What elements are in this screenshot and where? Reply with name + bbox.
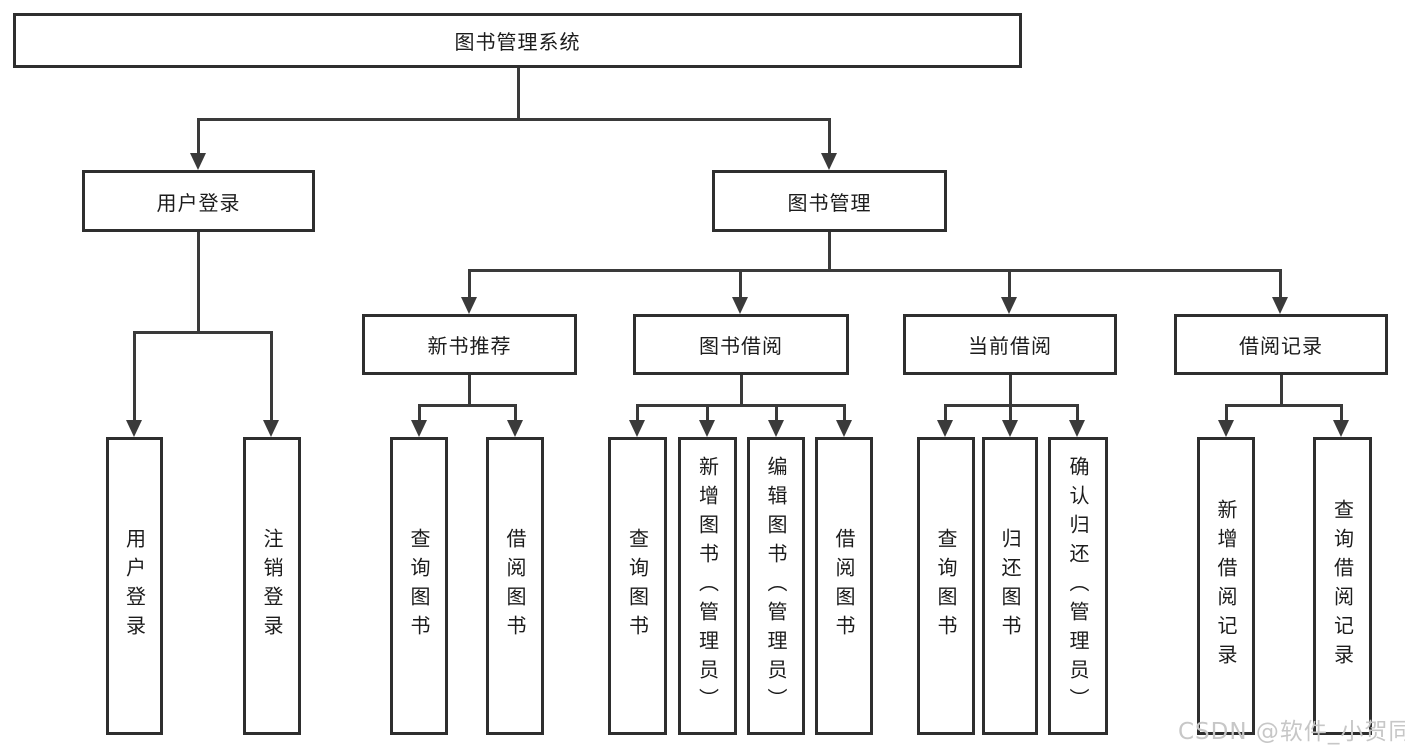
connector-stem — [775, 404, 778, 422]
node-borrowing-records: 借阅记录 — [1174, 314, 1388, 375]
connector-root-hbar — [197, 118, 831, 121]
connector-stem — [1009, 404, 1012, 422]
leaf-query-borrow-record: 查询借阅记录 — [1313, 437, 1372, 735]
connector-userlogin-drop — [197, 232, 200, 334]
connector-stem — [739, 269, 742, 299]
csdn-watermark: CSDN @软件_小贺同学 — [1178, 719, 1405, 745]
leaf-query-books: 查询图书 — [917, 437, 975, 735]
connector-stem — [706, 404, 709, 422]
connector-drop — [468, 375, 471, 407]
leaf-logout: 注销登录 — [243, 437, 301, 735]
arrow-down-icon — [507, 420, 523, 437]
connector-stem — [1340, 404, 1343, 422]
connector-userlogin-hbar — [133, 331, 273, 334]
connector-stem — [636, 404, 639, 422]
arrow-down-icon — [836, 420, 852, 437]
arrow-down-icon — [768, 420, 784, 437]
connector-stem — [944, 404, 947, 422]
node-root: 图书管理系统 — [13, 13, 1022, 68]
arrow-down-icon — [190, 153, 206, 170]
connector-bookmgmt-hbar — [468, 269, 1282, 272]
connector-stem — [133, 331, 136, 421]
connector-stem — [1076, 404, 1079, 422]
leaf-user-login: 用户登录 — [106, 437, 163, 735]
arrow-down-icon — [629, 420, 645, 437]
connector-root-drop — [517, 68, 520, 120]
node-new-book-recommend: 新书推荐 — [362, 314, 577, 375]
arrow-down-icon — [411, 420, 427, 437]
connector-stem-book-mgmt — [828, 118, 831, 156]
arrow-down-icon — [699, 420, 715, 437]
connector-hbar — [418, 404, 517, 407]
connector-stem — [1279, 269, 1282, 299]
leaf-query-books: 查询图书 — [390, 437, 448, 735]
leaf-confirm-return-admin: 确认归还（管理员） — [1048, 437, 1108, 735]
leaf-borrow-books: 借阅图书 — [815, 437, 873, 735]
arrow-down-icon — [263, 420, 279, 437]
connector-stem — [843, 404, 846, 422]
arrow-down-icon — [1001, 297, 1017, 314]
arrow-down-icon — [937, 420, 953, 437]
node-book-borrowing: 图书借阅 — [633, 314, 849, 375]
connector-bookmgmt-drop — [828, 232, 831, 272]
arrow-down-icon — [821, 153, 837, 170]
leaf-add-books-admin: 新增图书（管理员） — [678, 437, 737, 735]
connector-stem — [1225, 404, 1228, 422]
leaf-borrow-books: 借阅图书 — [486, 437, 544, 735]
arrow-down-icon — [461, 297, 477, 314]
arrow-down-icon — [732, 297, 748, 314]
node-book-management: 图书管理 — [712, 170, 947, 232]
connector-hbar — [636, 404, 845, 407]
arrow-down-icon — [1218, 420, 1234, 437]
arrow-down-icon — [1333, 420, 1349, 437]
arrow-down-icon — [1002, 420, 1018, 437]
leaf-add-borrow-record: 新增借阅记录 — [1197, 437, 1255, 735]
connector-hbar — [1225, 404, 1343, 407]
connector-stem — [1008, 269, 1011, 299]
connector-drop — [740, 375, 743, 407]
connector-stem-user-login — [197, 118, 200, 156]
connector-drop — [1009, 375, 1012, 407]
node-user-login: 用户登录 — [82, 170, 315, 232]
arrow-down-icon — [126, 420, 142, 437]
arrow-down-icon — [1069, 420, 1085, 437]
leaf-edit-books-admin: 编辑图书（管理员） — [747, 437, 805, 735]
connector-stem — [514, 404, 517, 422]
connector-stem — [468, 269, 471, 299]
leaf-query-books: 查询图书 — [608, 437, 667, 735]
leaf-return-books: 归还图书 — [982, 437, 1038, 735]
arrow-down-icon — [1272, 297, 1288, 314]
node-current-borrowing: 当前借阅 — [903, 314, 1117, 375]
connector-stem — [270, 331, 273, 421]
connector-stem — [418, 404, 421, 422]
connector-drop — [1280, 375, 1283, 407]
